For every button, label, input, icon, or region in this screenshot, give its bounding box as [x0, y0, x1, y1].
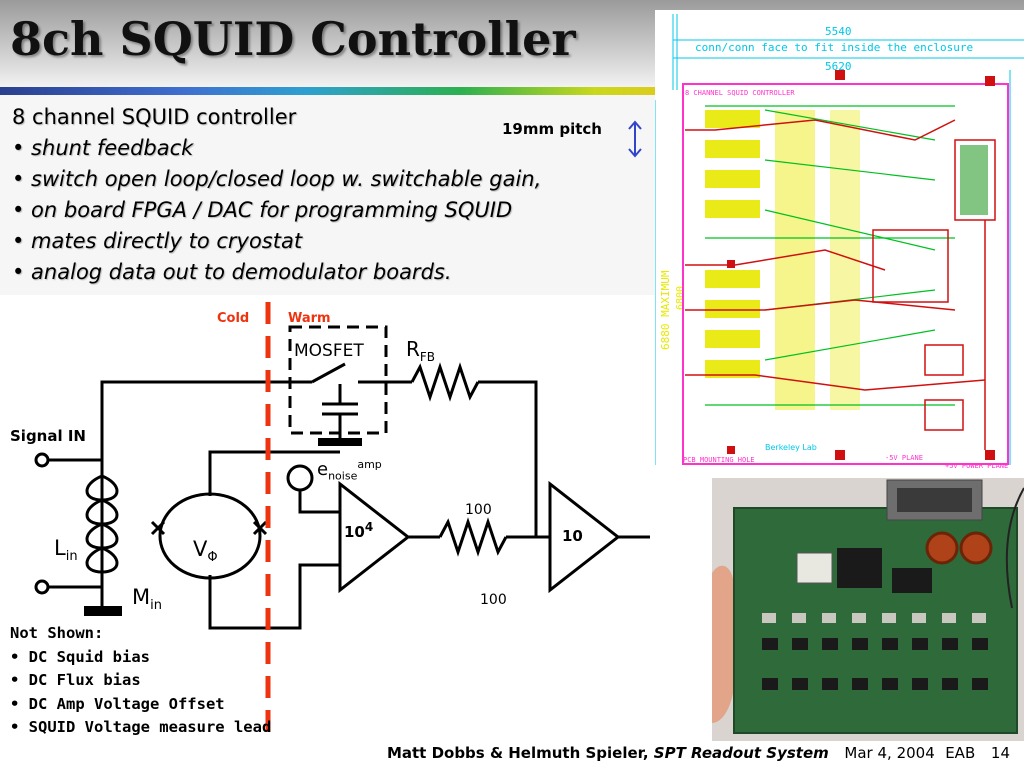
- mosfet-label: MOSFET: [294, 341, 364, 361]
- not-shown-item: • DC Flux bias: [10, 671, 141, 690]
- svg-text:conn/conn face to fit inside t: conn/conn face to fit inside the enclosu…: [695, 41, 973, 54]
- not-shown-item: • DC Squid bias: [10, 647, 150, 666]
- svg-text:6800: 6800: [675, 286, 686, 310]
- svg-text:6880 MAXIMUM: 6880 MAXIMUM: [659, 270, 672, 350]
- lin-label: Lin: [54, 536, 78, 565]
- svg-text:-5V PLANE: -5V PLANE: [885, 454, 923, 462]
- resistor2-value: 100: [480, 592, 507, 608]
- feature-item: • on board FPGA / DAC for programming SQ…: [12, 198, 513, 222]
- slide-footer: Matt Dobbs & Helmuth Spieler, SPT Readou…: [387, 744, 1010, 762]
- svg-text:PCB MOUNTING HOLE: PCB MOUNTING HOLE: [683, 456, 755, 464]
- resistor1-value: 100: [465, 502, 492, 518]
- signal-in-label: Signal IN: [10, 427, 86, 445]
- slide-title: 8ch SQUID Controller: [10, 12, 576, 66]
- not-shown-list: Not Shown: • DC Squid bias • DC Flux bia…: [10, 622, 271, 740]
- not-shown-item: • DC Amp Voltage Offset: [10, 694, 225, 713]
- squid-schematic: [34, 302, 650, 742]
- rfb-label: RFB: [406, 337, 436, 364]
- feature-item: • switch open loop/closed loop w. switch…: [12, 167, 542, 191]
- enoise-label: enoiseamp: [317, 458, 382, 483]
- not-shown-heading: Not Shown:: [10, 624, 104, 642]
- page-number: 14: [990, 744, 1010, 762]
- svg-text:+5V POWER PLANE: +5V POWER PLANE: [945, 462, 1008, 470]
- svg-text:5620: 5620: [825, 60, 852, 73]
- footer-authors: Matt Dobbs & Helmuth Spieler,: [386, 744, 649, 762]
- svg-text:5540: 5540: [825, 25, 852, 38]
- vphi-label: VΦ: [193, 537, 218, 566]
- amp1-gain: 104: [344, 520, 374, 541]
- footer-initials: EAB: [945, 744, 976, 762]
- feature-item: • mates directly to cryostat: [12, 229, 303, 253]
- amp2-gain: 10: [562, 527, 583, 545]
- pitch-arrow-icon: [628, 120, 642, 158]
- feature-intro: 8 channel SQUID controller: [12, 105, 297, 129]
- warm-label: Warm: [288, 311, 331, 326]
- not-shown-item: • SQUID Voltage measure lead: [10, 718, 272, 737]
- cold-label: Cold: [217, 311, 250, 326]
- svg-text:8 CHANNEL SQUID CONTROLLER: 8 CHANNEL SQUID CONTROLLER: [685, 89, 795, 97]
- pcb-layout-drawing: 5540 conn/conn face to fit inside the en…: [655, 10, 1024, 470]
- feature-item: • analog data out to demodulator boards.: [12, 260, 452, 284]
- feature-list: 8 channel SQUID controller • shunt feedb…: [12, 102, 541, 288]
- title-rainbow-bar: [0, 87, 1024, 95]
- svg-text:Berkeley Lab: Berkeley Lab: [765, 443, 817, 452]
- footer-date: Mar 4, 2004: [844, 744, 935, 762]
- feature-item: • shunt feedback: [12, 136, 194, 160]
- pcb-photo: [712, 478, 1024, 741]
- pitch-label: 19mm pitch: [502, 120, 602, 138]
- min-label: Min: [132, 585, 162, 614]
- footer-system: SPT Readout System: [653, 744, 829, 762]
